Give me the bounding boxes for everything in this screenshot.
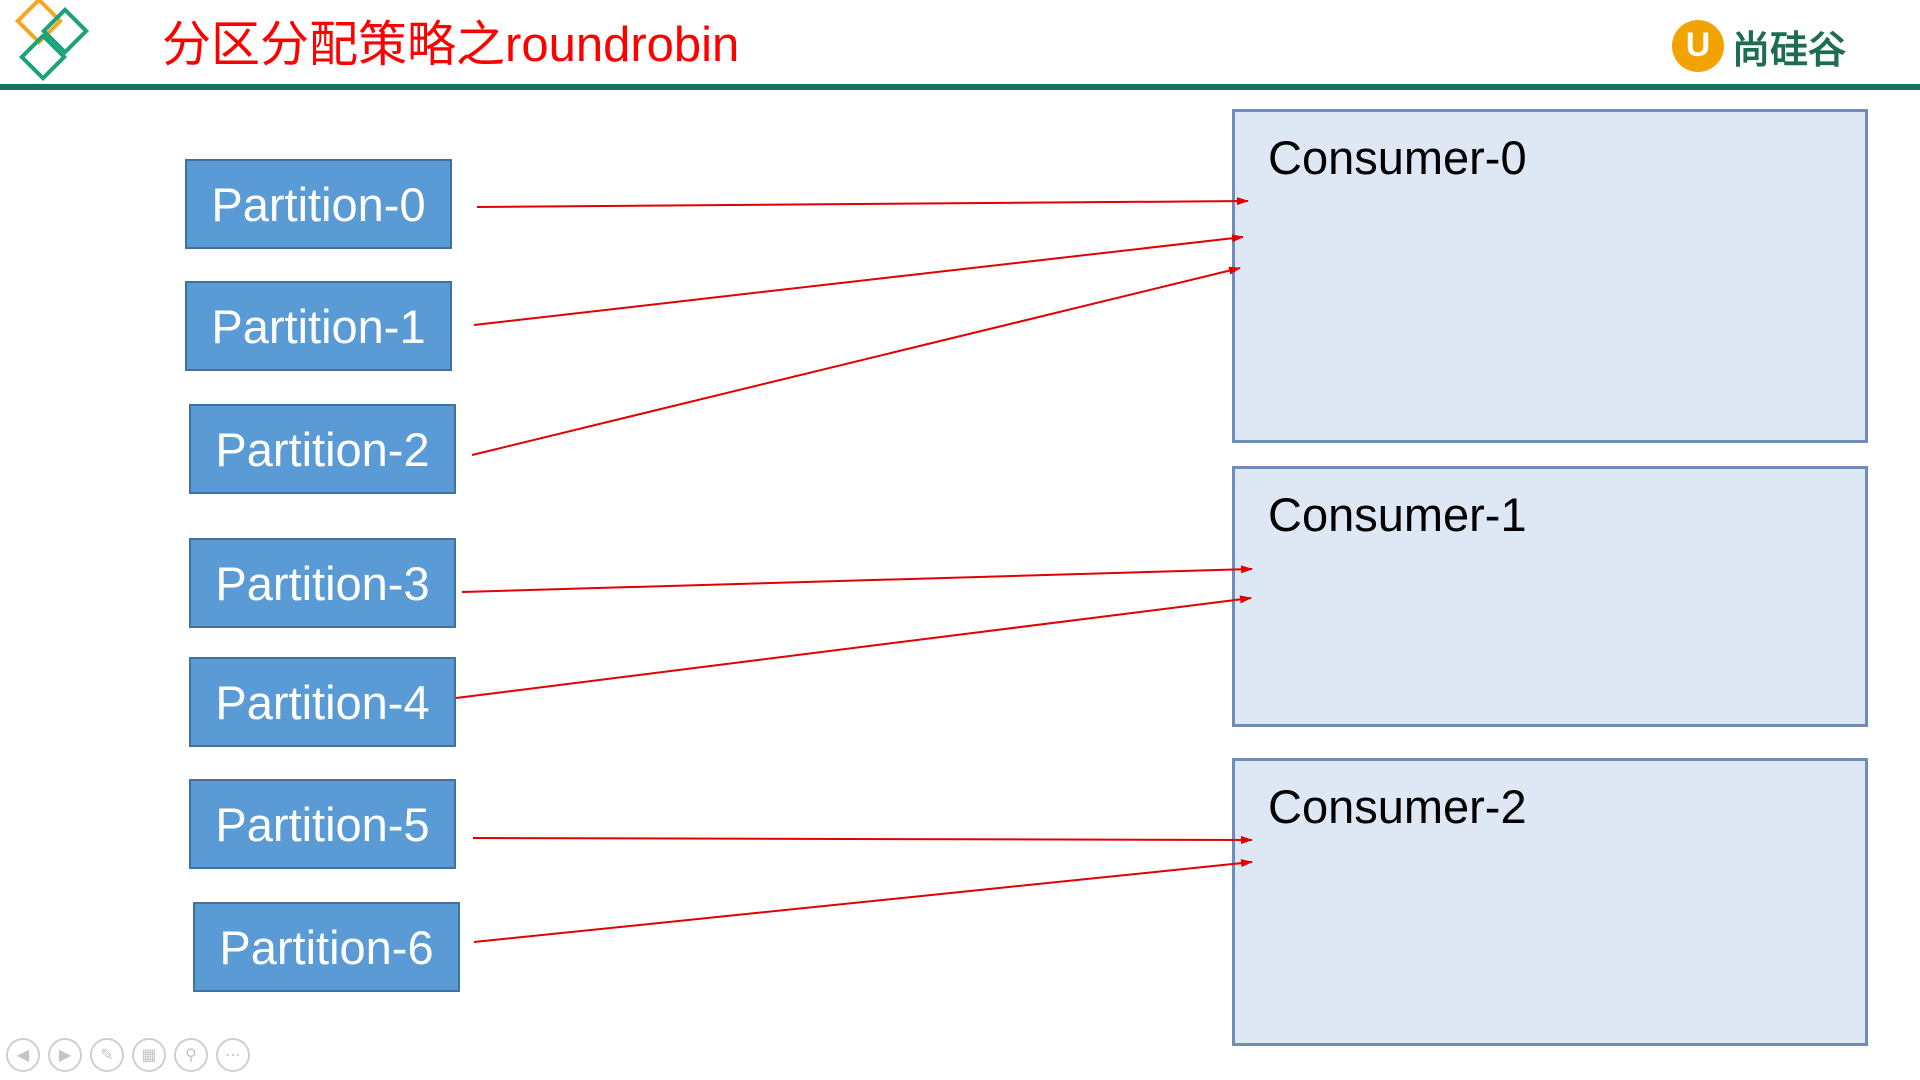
- more-button[interactable]: ⋯: [216, 1038, 250, 1072]
- arrow-p2-c0: [471, 266, 1241, 456]
- arrow-p1-c0: [473, 234, 1244, 326]
- partition-label: Partition-1: [211, 299, 426, 353]
- partition-label: Partition-6: [219, 920, 434, 974]
- brand-badge-icon: U: [1672, 20, 1724, 72]
- pen-icon: ✎: [100, 1047, 114, 1064]
- partition-label: Partition-2: [215, 422, 430, 476]
- partition-6-box: Partition-6: [193, 902, 460, 992]
- partition-0-box: Partition-0: [185, 159, 452, 249]
- zoom-button[interactable]: ⚲: [174, 1038, 208, 1072]
- consumer-label: Consumer-2: [1268, 780, 1527, 833]
- slides-grid-button[interactable]: ▦: [132, 1038, 166, 1072]
- brand-name: 尚硅谷: [1732, 29, 1847, 72]
- prev-slide-button[interactable]: ◀: [6, 1038, 40, 1072]
- consumer-2-box: Consumer-2: [1232, 758, 1868, 1046]
- prev-slide-icon: ◀: [16, 1047, 30, 1064]
- arrow-p4-c1: [455, 595, 1252, 699]
- consumer-0-box: Consumer-0: [1232, 109, 1868, 443]
- partition-4-box: Partition-4: [189, 657, 456, 747]
- partition-5-box: Partition-5: [189, 779, 456, 869]
- consumer-label: Consumer-1: [1268, 488, 1527, 541]
- arrow-p3-c1: [461, 565, 1253, 593]
- partition-1-box: Partition-1: [185, 281, 452, 371]
- zoom-icon: ⚲: [185, 1047, 197, 1064]
- partition-label: Partition-3: [215, 556, 430, 610]
- brand-logo: U 尚硅谷: [1672, 16, 1846, 76]
- brand-badge-letter: U: [1685, 26, 1711, 64]
- partition-label: Partition-0: [211, 177, 426, 231]
- next-slide-icon: ▶: [58, 1047, 72, 1064]
- pen-button[interactable]: ✎: [90, 1038, 124, 1072]
- slideshow-toolbar: ◀ ▶ ✎ ▦ ⚲ ⋯: [6, 1038, 250, 1078]
- next-slide-button[interactable]: ▶: [48, 1038, 82, 1072]
- partition-3-box: Partition-3: [189, 538, 456, 628]
- consumer-1-box: Consumer-1: [1232, 466, 1868, 727]
- more-icon: ⋯: [225, 1047, 241, 1064]
- consumer-label: Consumer-0: [1268, 131, 1527, 184]
- partition-2-box: Partition-2: [189, 404, 456, 494]
- slides-grid-icon: ▦: [141, 1047, 157, 1064]
- arrow-p6-c2: [473, 859, 1253, 943]
- partition-label: Partition-5: [215, 797, 430, 851]
- partition-label: Partition-4: [215, 675, 430, 729]
- arrow-p5-c2: [472, 835, 1253, 844]
- slide-title: 分区分配策略之roundrobin: [162, 18, 740, 72]
- logo-icon: [14, 0, 90, 82]
- header-divider: [0, 84, 1920, 90]
- arrow-p0-c0: [476, 197, 1249, 208]
